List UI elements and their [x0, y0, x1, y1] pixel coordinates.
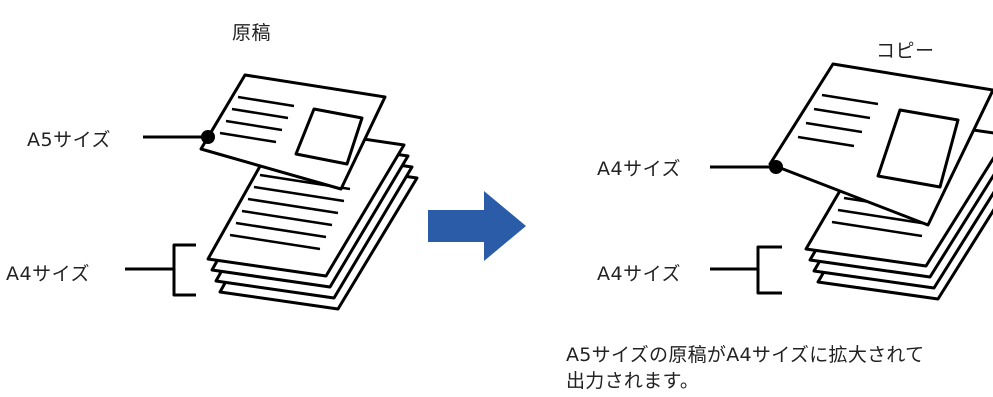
original-a4-bracket: [172, 243, 196, 297]
original-a4-label: A4サイズ: [6, 263, 91, 285]
copy-a4-top-label: A4サイズ: [597, 158, 682, 180]
original-title: 原稿: [232, 22, 272, 44]
caption: A5サイズの原稿がA4サイズに拡大されて 出力されます。: [566, 342, 924, 394]
original-pointers: [125, 135, 205, 297]
original-a4-stack: [206, 125, 419, 311]
copy-a4-stack-label: A4サイズ: [597, 263, 682, 285]
original-a5-sheet: [199, 73, 387, 191]
copy-pointers: [710, 165, 782, 295]
copy-a4-bracket: [756, 245, 782, 295]
copy-title: コピー: [876, 40, 935, 62]
copy-a4-top-sheet: [768, 62, 993, 227]
copy-a4-dot: [769, 160, 783, 174]
caption-line-2: 出力されます。: [566, 370, 700, 392]
original-a4-text-lines: [229, 173, 351, 251]
original-a5-dot: [201, 130, 215, 144]
original-a5-label: A5サイズ: [27, 129, 112, 151]
caption-line-1: A5サイズの原稿がA4サイズに拡大されて: [566, 344, 925, 366]
copy-image-box: [876, 108, 960, 189]
direction-arrow: [428, 191, 526, 261]
original-a5-image-box: [294, 107, 364, 166]
